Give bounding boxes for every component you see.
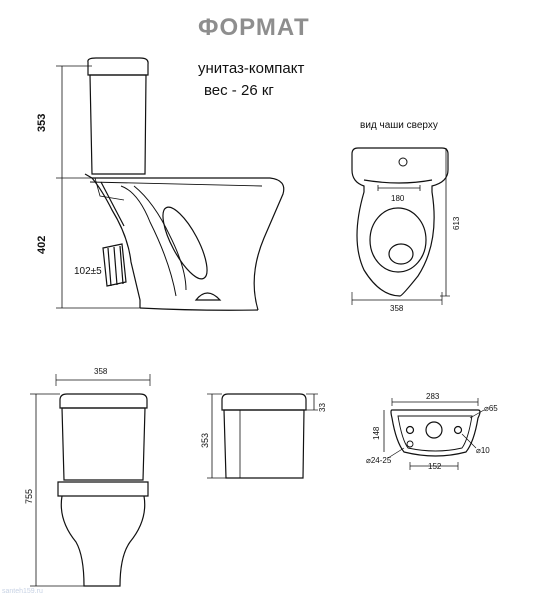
- total-height-label: 755: [24, 488, 34, 504]
- tank-side-height-label: 353: [200, 432, 210, 448]
- product-title: ФОРМАТ: [198, 14, 310, 41]
- product-type: унитаз-компакт: [198, 60, 305, 77]
- bowl-top-view: [351, 147, 450, 305]
- product-weight: вес - 26 кг: [204, 82, 274, 99]
- front-width-label: 358: [94, 367, 108, 376]
- tank-lid-label: 33: [318, 403, 327, 412]
- tank-lid: [390, 409, 481, 457]
- bowl-height-label: 402: [36, 235, 48, 254]
- lid-width-label: 283: [426, 392, 440, 401]
- watermark: santeh159.ru: [2, 588, 43, 595]
- cistern-side: [87, 57, 149, 76]
- bowl-top-outline: [351, 147, 449, 297]
- bowl-width-label: 358: [390, 304, 404, 313]
- front-view: [30, 374, 151, 587]
- side-view: [56, 57, 285, 311]
- bowl-depth-label: 613: [452, 216, 461, 230]
- hole-large-label: ⌀65: [484, 404, 498, 413]
- bowl-front: [60, 495, 146, 587]
- tank-side: [221, 393, 307, 411]
- outlet-pipe: [102, 243, 127, 287]
- bowl-side: [84, 173, 285, 311]
- tank-lid-view: [383, 398, 485, 470]
- outlet-label: 102±5: [74, 266, 102, 277]
- tank-height-label: 353: [36, 113, 48, 132]
- lid-depth-label: 148: [372, 426, 381, 440]
- hole-range-label: ⌀24-25: [366, 456, 392, 465]
- tank-side-view: [207, 393, 318, 479]
- top-view-caption: вид чаши сверху: [360, 120, 438, 131]
- hole-small-label: ⌀10: [476, 446, 490, 455]
- cistern-front: [59, 393, 148, 409]
- seat-front: [57, 481, 149, 497]
- hole-spacing-label: 152: [428, 462, 442, 471]
- bowl-inner-label: 180: [391, 194, 405, 203]
